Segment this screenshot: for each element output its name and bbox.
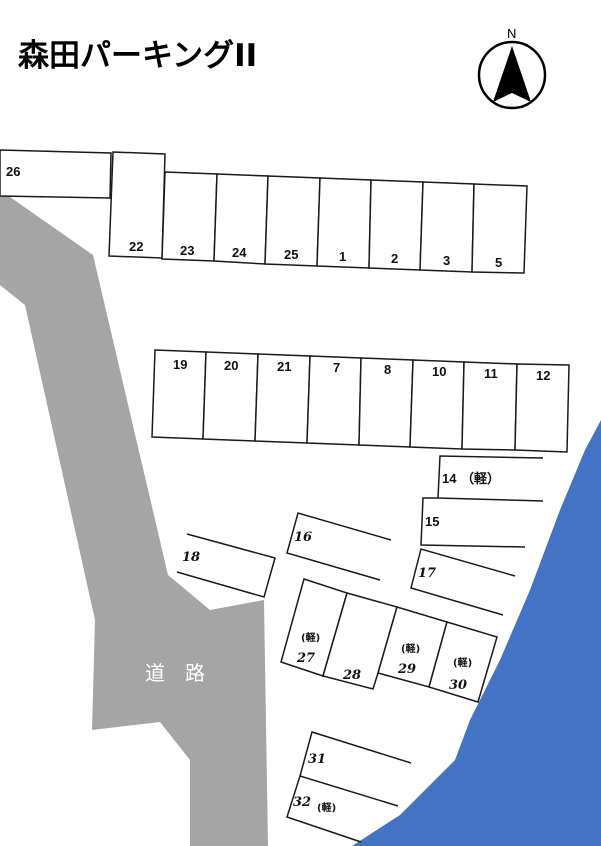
stall-note-29: (軽) bbox=[401, 642, 420, 655]
stall-label-19: 19 bbox=[173, 357, 187, 372]
stall-label-1: 1 bbox=[339, 249, 346, 264]
stall-label-10: 10 bbox=[432, 364, 446, 379]
stall-label-8: 8 bbox=[384, 362, 391, 377]
stall-5[interactable] bbox=[471, 183, 528, 274]
right-column: 14 （軽） 15 17 bbox=[410, 455, 544, 616]
stall-label-11: 11 bbox=[484, 366, 498, 381]
stall-note-27: (軽) bbox=[301, 631, 320, 644]
stall-label-26: 26 bbox=[6, 164, 20, 179]
bottom-block: (軽) 27 28 (軽) 29 (軽) 30 bbox=[280, 578, 498, 703]
river bbox=[352, 420, 601, 846]
north-label: N bbox=[507, 26, 516, 41]
north-arrow-icon bbox=[493, 46, 531, 102]
stall-label-14: 14 bbox=[442, 471, 457, 486]
stall-14[interactable] bbox=[437, 455, 544, 502]
stall-17[interactable] bbox=[410, 548, 516, 616]
stall-12[interactable] bbox=[514, 363, 570, 453]
stall-label-30: 30 bbox=[449, 678, 467, 693]
stall-label-22: 22 bbox=[129, 239, 143, 254]
middle-row: 19 20 21 7 8 10 11 12 bbox=[151, 349, 570, 453]
stall-label-7: 7 bbox=[333, 360, 340, 375]
stall-label-23: 23 bbox=[180, 243, 194, 258]
stall-28[interactable] bbox=[322, 592, 398, 690]
stall-label-17: 17 bbox=[418, 566, 436, 581]
stall-label-3: 3 bbox=[443, 253, 450, 268]
stall-16[interactable] bbox=[286, 512, 392, 581]
stall-label-12: 12 bbox=[536, 368, 550, 383]
stall-label-18: 18 bbox=[182, 550, 200, 565]
stall-32[interactable] bbox=[286, 775, 362, 843]
stall-label-15: 15 bbox=[425, 514, 439, 529]
stall-31[interactable] bbox=[299, 731, 412, 807]
stall-label-25: 25 bbox=[284, 247, 298, 262]
stall-label-24: 24 bbox=[232, 245, 247, 260]
stall-label-28: 28 bbox=[342, 668, 361, 683]
stall-label-21: 21 bbox=[277, 359, 291, 374]
stall-30[interactable] bbox=[428, 621, 498, 703]
stall-label-16: 16 bbox=[294, 530, 312, 545]
north-compass: N bbox=[477, 26, 547, 110]
stall-note-32: (軽) bbox=[317, 801, 336, 814]
stall-15[interactable] bbox=[420, 497, 526, 548]
stall-label-29: 29 bbox=[397, 662, 416, 677]
road bbox=[0, 190, 268, 846]
center-stalls: 16 18 bbox=[176, 512, 392, 598]
stall-18[interactable] bbox=[176, 533, 276, 598]
stall-label-2: 2 bbox=[391, 251, 398, 266]
stall-note-14: （軽） bbox=[461, 471, 500, 486]
stall-label-20: 20 bbox=[224, 358, 238, 373]
stall-note-30: (軽) bbox=[453, 656, 472, 669]
stall-label-32: 32 bbox=[293, 795, 311, 810]
page-title: 森田パーキングII bbox=[18, 38, 258, 74]
stall-26[interactable] bbox=[0, 149, 112, 199]
stall-label-5: 5 bbox=[495, 255, 502, 270]
bottom-stalls: 31 32 (軽) bbox=[286, 731, 412, 843]
compass-circle bbox=[477, 40, 547, 110]
stall-label-31: 31 bbox=[308, 752, 326, 767]
road-label: 道 路 bbox=[145, 661, 205, 685]
top-row: 26 22 23 24 25 1 2 3 5 bbox=[0, 149, 528, 274]
stall-label-27: 27 bbox=[296, 651, 315, 666]
